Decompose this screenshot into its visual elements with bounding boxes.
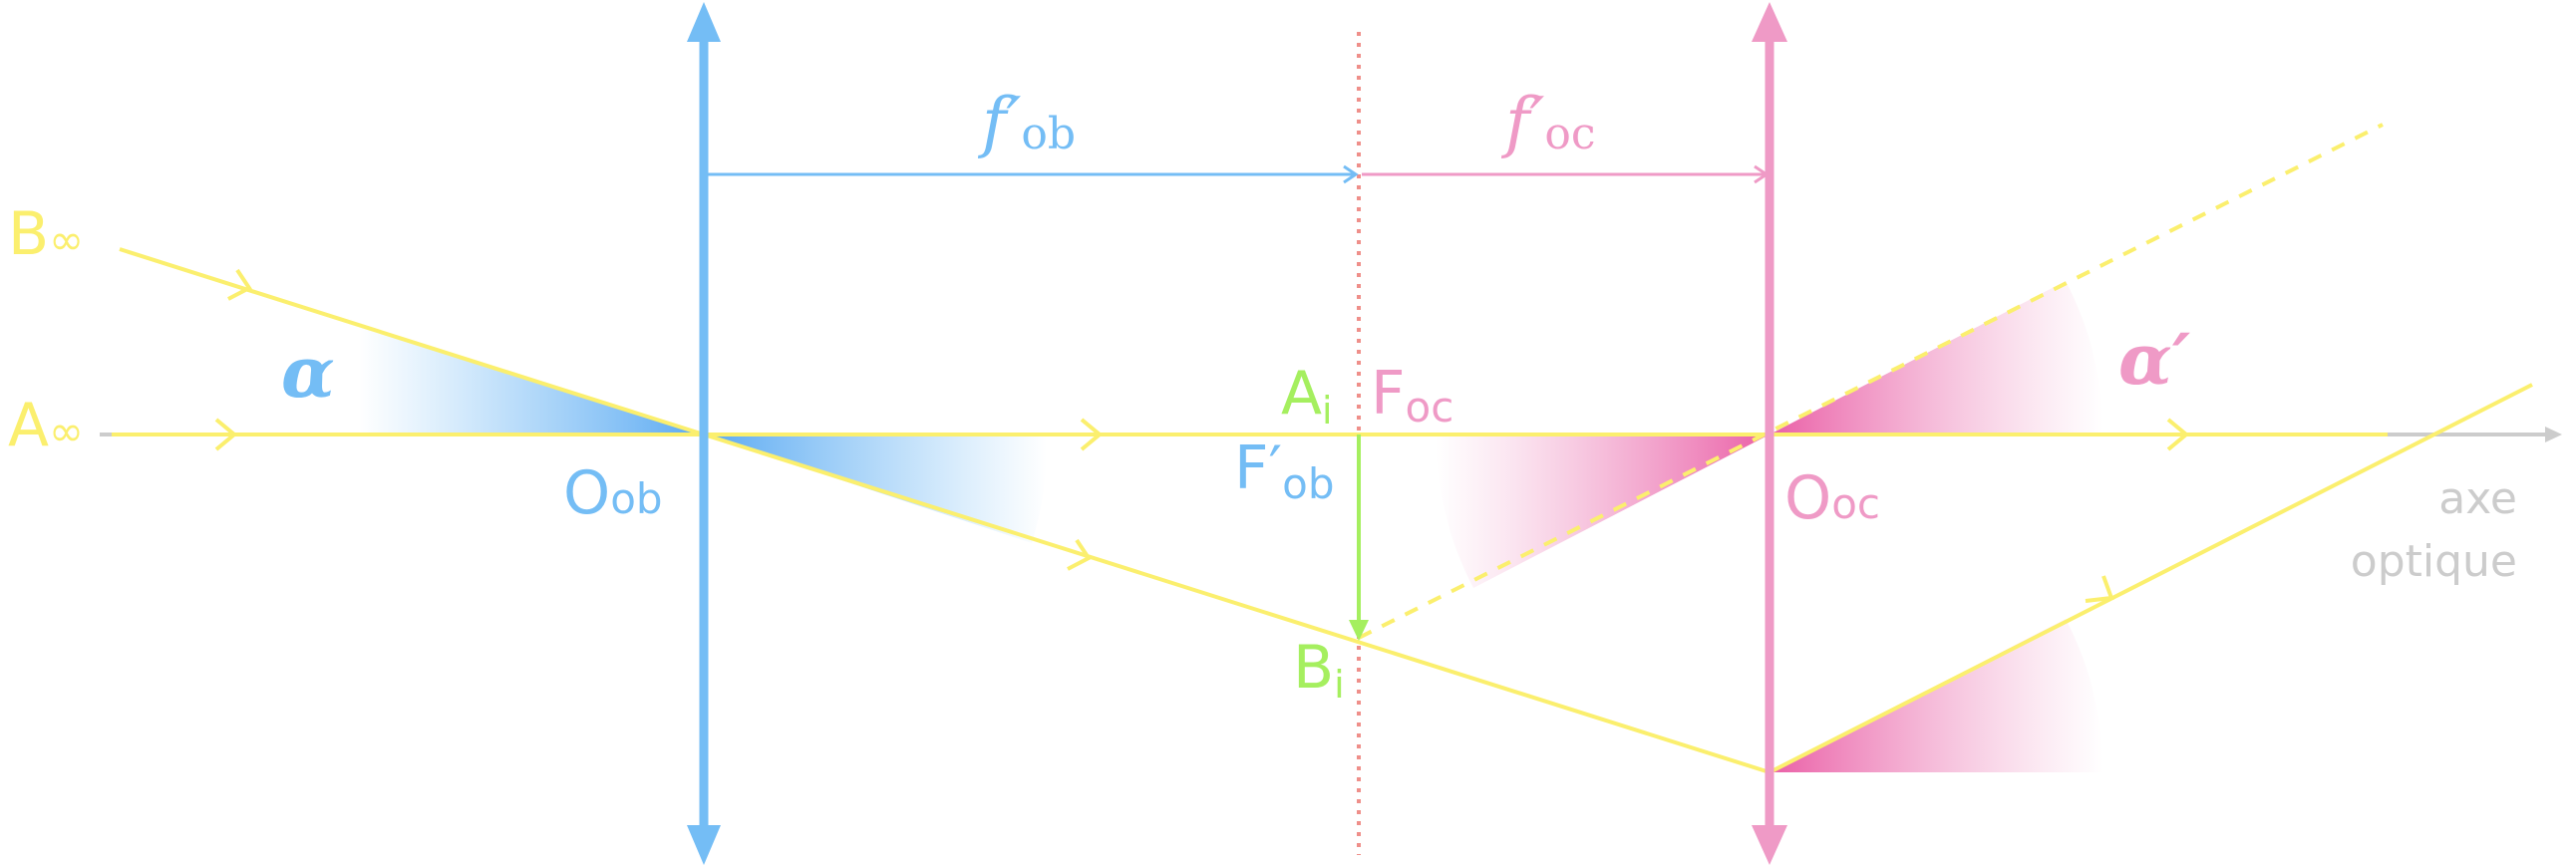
label-a-i: Ai <box>1281 359 1333 433</box>
eyepiece-lens-bottom-arrow <box>1752 825 1787 865</box>
eyepiece-lens-top-arrow <box>1752 2 1787 42</box>
label-alpha: α <box>281 331 335 414</box>
label-axis-line2: optique <box>2351 536 2517 587</box>
focal-length-ob-arrowhead <box>1343 164 1359 184</box>
ray-arrow <box>2085 575 2114 603</box>
focal-length-oc-arrowhead <box>1754 164 1770 184</box>
light-rays <box>112 123 2533 775</box>
label-alpha-prime: α′ <box>2118 318 2191 401</box>
label-b-i: Bi <box>1293 633 1345 707</box>
label-f-oc: Foc <box>1371 359 1453 432</box>
ray-arrow <box>1067 538 1092 571</box>
ray-b-inf <box>119 247 2533 775</box>
ray-arrow <box>2166 418 2190 451</box>
label-b-inf: B∞ <box>8 199 84 269</box>
label-axis-line1: axe <box>2438 473 2517 524</box>
alpha-prime-wedge-bottom <box>1770 619 2103 772</box>
label-o-oc: Ooc <box>1784 463 1880 533</box>
objective-lens-top-arrow <box>687 2 721 42</box>
virtual-ray-dashed <box>1358 123 2384 640</box>
ray-arrow <box>1080 418 1104 451</box>
label-focal-length-oc: f′oc <box>1500 84 1596 160</box>
ray-arrow <box>227 268 252 301</box>
ray-arrow <box>214 418 238 451</box>
label-a-inf: A∞ <box>8 391 84 460</box>
alpha-prime-wedge-left <box>1436 434 1770 588</box>
alpha-prime-wedge-right <box>1770 281 2103 434</box>
label-focal-length-ob: f′ob <box>977 84 1076 160</box>
optical-axis-arrowhead <box>2545 427 2562 442</box>
label-o-ob: Oob <box>563 458 663 528</box>
label-f-prime-ob: F′ob <box>1234 434 1335 508</box>
intermediate-image-arrowhead <box>1349 620 1369 641</box>
objective-lens-bottom-arrow <box>687 825 721 865</box>
